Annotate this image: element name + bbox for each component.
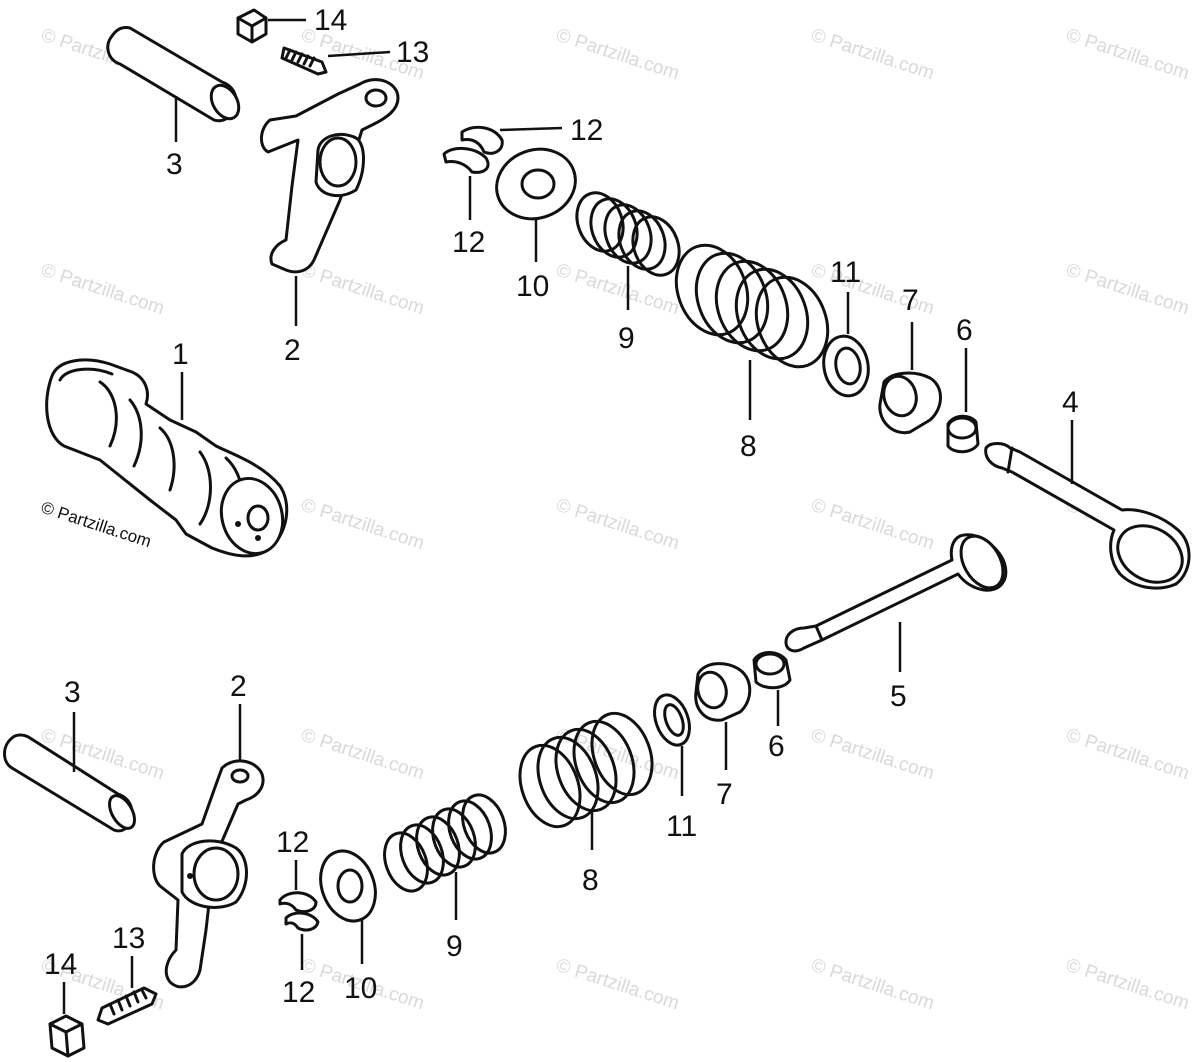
valve-cotter-top-b [442,147,490,220]
valve-top [984,420,1191,590]
watermark: © Partzilla.com [808,25,936,85]
spring-retainer-top [495,147,577,262]
label-outer-spring-top: 8 [740,430,757,463]
watermark: © Partzilla.com [298,260,426,320]
inner-spring-top [575,191,681,310]
watermark: © Partzilla.com [1063,260,1191,320]
label-spring-washer-top: 11 [830,256,861,289]
inner-spring-bottom [383,793,507,920]
spring-seat-top [878,322,942,435]
spring-washer-top [822,292,870,398]
label-valve-bottom: 5 [890,680,907,713]
label-stem-seal-bottom: 6 [768,730,785,763]
spring-washer-bottom [653,693,691,796]
watermark: © Partzilla.com [1063,725,1191,785]
watermark: © Partzilla.com [553,955,681,1015]
rocker-arm-bottom [152,704,265,989]
label-spring-washer-bottom: 11 [666,810,697,843]
outer-spring-top [674,243,830,420]
label-rocker-arm-bottom: 2 [230,670,247,703]
adjuster-nut-top [236,8,306,44]
watermark: © Partzilla.com [553,260,681,320]
outer-spring-bottom [518,711,654,850]
label-valve-cotter-bottom-a: 12 [276,826,309,859]
stem-seal-bottom [752,651,792,726]
label-inner-spring-top: 9 [618,322,635,355]
watermark: © Partzilla.com [1063,955,1191,1015]
label-spring-retainer-bottom: 10 [344,972,377,1005]
label-valve-cotter-bottom-b: 12 [282,976,315,1009]
valve-cotter-top-a [460,125,563,155]
label-rocker-shaft-top: 3 [166,148,183,181]
label-stem-seal-top: 6 [956,314,973,347]
adjuster-screw-bottom [96,956,158,1026]
valve-bottom [784,533,1008,672]
adjuster-screw-top [280,46,391,76]
rocker-shaft-top [106,26,241,142]
adjuster-nut-bottom [48,982,86,1058]
label-adjuster-nut-bottom: 14 [44,948,77,981]
copyright-notice: © Partzilla.com [39,498,154,551]
camshaft [45,358,289,558]
rocker-arm-top [260,78,400,326]
watermark: © Partzilla.com [298,725,426,785]
label-adjuster-screw-bottom: 13 [112,922,145,955]
label-spring-retainer-top: 10 [516,270,549,303]
label-adjuster-screw-top: 13 [396,36,429,69]
spring-seat-bottom [694,662,752,770]
watermark: © Partzilla.com [1063,25,1191,85]
label-adjuster-nut-top: 14 [314,4,347,37]
watermark: © Partzilla.com [808,725,936,785]
label-inner-spring-bottom: 9 [446,930,463,963]
watermark: © Partzilla.com [808,495,936,555]
label-spring-seat-bottom: 7 [716,778,733,811]
watermark: © Partzilla.com [808,955,936,1015]
watermark: © Partzilla.com [553,495,681,555]
label-outer-spring-bottom: 8 [582,864,599,897]
watermark: © Partzilla.com [38,260,166,320]
watermark: © Partzilla.com [298,495,426,555]
valve-cotter-bottom-b [284,911,320,970]
label-rocker-arm-top: 2 [284,334,301,367]
rocker-shaft-bottom [3,712,136,833]
label-spring-seat-top: 7 [902,284,919,317]
watermark: © Partzilla.com [553,25,681,85]
valve-cotter-bottom-a [278,860,318,914]
label-valve-cotter-top-b: 12 [452,226,485,259]
label-valve-top: 4 [1062,386,1079,419]
label-camshaft: 1 [172,338,189,371]
label-valve-cotter-top-a: 12 [570,114,603,147]
spring-retainer-bottom [319,849,377,964]
label-rocker-shaft-bottom: 3 [64,676,81,709]
stem-seal-top [946,348,980,454]
